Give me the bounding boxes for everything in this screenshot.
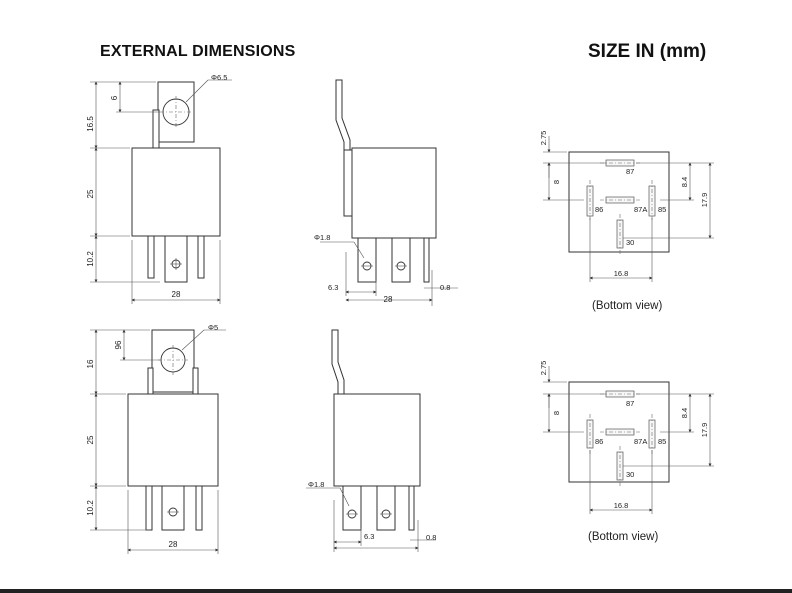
pin-30-label: 30 [626,470,634,479]
width-label: 28 [172,290,181,299]
top-offset-label: 2.75 [539,131,548,146]
pin-length-label: 10.2 [86,500,95,516]
pin-87-label: 87 [626,167,634,176]
pin [147,235,155,279]
bottom-view-caption: (Bottom view) [588,531,659,543]
body-height-label: 25 [86,435,95,444]
body-height-label: 25 [86,189,95,198]
relay-a-side-view: Φ1.8 6.3 28 0.8 [314,79,458,306]
v8-label: 8 [552,411,561,415]
pin-hole-label: Φ1.8 [314,233,330,242]
pin-85-label: 85 [658,205,666,214]
pin-86-label: 86 [595,205,603,214]
v179-label: 17.9 [700,193,709,208]
pin [408,485,415,531]
pin-length-label: 10.2 [86,251,95,267]
page-bottom-rule [0,589,792,593]
hole-diameter-label: Φ6.5 [211,73,227,82]
pin-30-label: 30 [626,238,634,247]
pin-87-label: 87 [626,399,634,408]
pin [145,485,153,531]
v8-label: 8 [552,180,561,184]
pin-87a-label: 87A [634,437,647,446]
pin-85-label: 85 [658,437,666,446]
relay-a-front-view: Φ6.5 16.5 6 25 10.2 28 [86,73,232,304]
pin [391,237,411,283]
pin [342,485,362,531]
pin-offset-label: 6.3 [328,283,338,292]
size-unit-title: SIZE IN (mm) [588,41,707,62]
v84-label: 8.4 [680,408,689,418]
mounting-tab [151,329,195,393]
relay-b-side-view: Φ1.8 6.3 0.8 [306,329,436,552]
top-offset-label: 2.75 [539,361,548,376]
bottom-view-top: 87 86 87A 85 30 2.75 8 8.4 17.9 16.8 [539,131,714,282]
relay-body [127,393,219,487]
pin [423,237,430,283]
relay-body [131,147,221,237]
pin-86-label: 86 [595,437,603,446]
h168-label: 16.8 [614,501,629,510]
hole-offset-label: 96 [114,340,123,349]
tab-bracket [152,109,160,151]
v179-label: 17.9 [700,423,709,438]
relay-body-side [333,393,421,487]
side-tab [331,329,345,395]
v84-label: 8.4 [680,177,689,187]
terminal-thickness-label: 0.8 [440,283,450,292]
width-label: 28 [169,540,178,549]
side-tab [335,79,351,151]
external-dimensions-title: EXTERNAL DIMENSIONS [100,43,296,60]
bottom-view-bottom: 87 86 87A 85 30 2.75 8 8.4 17.9 16.8 [539,361,714,514]
pin-hole-label: Φ1.8 [308,480,324,489]
tab-height-label: 16 [86,359,95,368]
hole-offset-label: 6 [110,95,119,100]
hole-diameter-label: Φ5 [208,323,218,332]
terminal-thickness-label: 0.8 [426,533,436,542]
bottom-view-caption: (Bottom view) [592,300,663,312]
pin [197,235,205,279]
pin [376,485,396,531]
side-width-label: 28 [384,295,393,304]
pin-87a-label: 87A [634,205,647,214]
h168-label: 16.8 [614,269,629,278]
pin [195,485,203,531]
pin [357,237,377,283]
pin-offset-label: 6.3 [364,532,374,541]
tab-height-label: 16.5 [86,116,95,132]
relay-b-front-view: Φ5 16 96 25 10.2 28 [86,323,226,554]
relay-body-side [351,147,437,239]
